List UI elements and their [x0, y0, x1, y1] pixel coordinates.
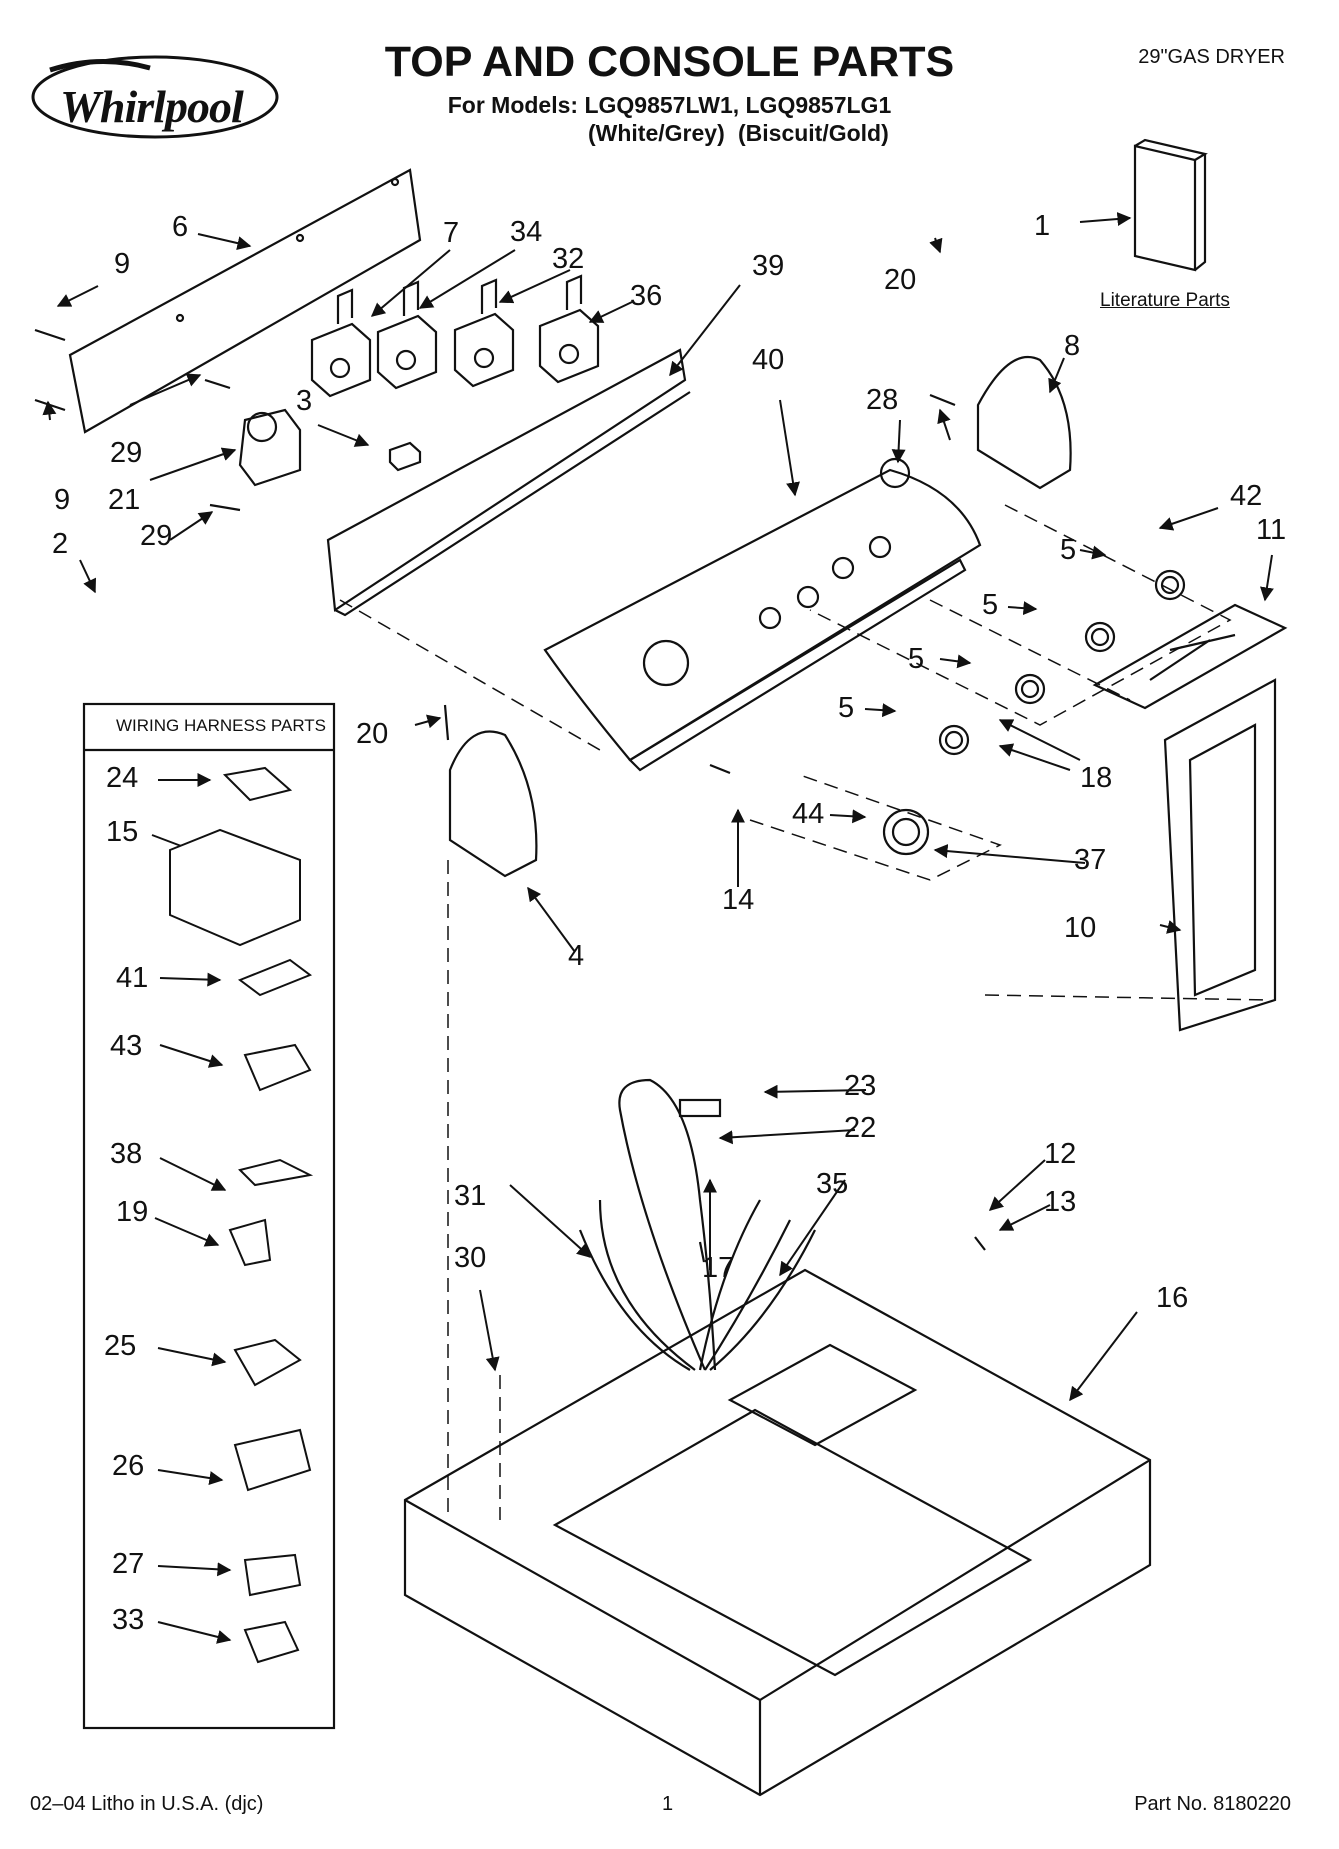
callout-13: 13 [1044, 1186, 1077, 1218]
callout-17: 17 [702, 1252, 735, 1284]
callout-39: 39 [752, 250, 785, 282]
variant-biscuit-gold: (Biscuit/Gold) [738, 120, 889, 146]
callout-7: 7 [443, 217, 460, 249]
switch-36-shape [538, 274, 600, 384]
callout-40: 40 [752, 344, 785, 376]
brand-logo [31, 55, 279, 139]
callout-8: 8 [1064, 330, 1081, 362]
callout-4: 4 [568, 940, 585, 972]
callout-16: 16 [1156, 1282, 1189, 1314]
callout-35: 35 [816, 1168, 849, 1200]
callout-6: 6 [172, 211, 189, 243]
callout-34: 34 [510, 216, 543, 248]
page-title: TOP AND CONSOLE PARTS [384, 38, 955, 86]
callout-5c: 5 [908, 643, 925, 675]
callout-20b: 20 [356, 718, 389, 750]
switch-7-shape [310, 288, 372, 398]
print-info: 02–04 Litho in U.S.A. (djc) [30, 1793, 264, 1815]
harness-callout-43: 43 [110, 1030, 143, 1062]
brand-logo-text: Whirlpool [60, 81, 244, 132]
callout-29b: 29 [140, 520, 173, 552]
callout-31: 31 [454, 1180, 487, 1212]
harness-callout-33: 33 [112, 1604, 145, 1636]
product-type: 29"GAS DRYER [1138, 46, 1285, 68]
harness-callout-25: 25 [104, 1330, 137, 1362]
callout-44: 44 [792, 798, 825, 830]
harness-callout-27: 27 [112, 1548, 145, 1580]
callout-12: 12 [1044, 1138, 1077, 1170]
callout-32: 32 [552, 243, 585, 275]
harness-callout-38: 38 [110, 1138, 143, 1170]
callout-9b: 9 [54, 484, 71, 516]
wiring-harness-title: WIRING HARNESS PARTS [116, 716, 327, 735]
callout-11: 11 [1256, 514, 1287, 546]
callout-14: 14 [722, 884, 755, 916]
callout-2: 2 [52, 528, 69, 560]
callout-5b: 5 [982, 589, 999, 621]
switch-32-shape [453, 278, 515, 388]
callout-18: 18 [1080, 762, 1113, 794]
harness-callout-41: 41 [116, 962, 149, 994]
switch-34-shape [376, 280, 438, 390]
harness-callout-15: 15 [106, 816, 139, 848]
callout-30: 30 [454, 1242, 487, 1274]
literature-parts-label: Literature Parts [1100, 290, 1230, 311]
callout-23: 23 [844, 1070, 877, 1102]
callout-5a: 5 [1060, 534, 1077, 566]
page-number: 1 [662, 1793, 674, 1815]
callout-28: 28 [866, 384, 899, 416]
callout-3: 3 [296, 385, 313, 417]
callout-9a: 9 [114, 248, 131, 280]
callout-20a: 20 [884, 264, 917, 296]
variant-white-grey: (White/Grey) [588, 120, 725, 146]
callout-29a: 29 [110, 437, 143, 469]
callout-37: 37 [1074, 844, 1107, 876]
callout-1: 1 [1034, 210, 1051, 242]
model-subtitle: For Models: LGQ9857LW1, LGQ9857LG1 [447, 92, 892, 118]
part-number: Part No. 8180220 [1134, 1793, 1291, 1815]
callout-21: 21 [108, 484, 141, 516]
callout-36: 36 [630, 280, 663, 312]
harness-callout-26: 26 [112, 1450, 145, 1482]
harness-callout-24: 24 [106, 762, 139, 794]
callout-10: 10 [1064, 912, 1097, 944]
callout-22: 22 [844, 1112, 877, 1144]
callout-42: 42 [1230, 480, 1263, 512]
harness-callout-19: 19 [116, 1196, 149, 1228]
callout-5d: 5 [838, 692, 855, 724]
